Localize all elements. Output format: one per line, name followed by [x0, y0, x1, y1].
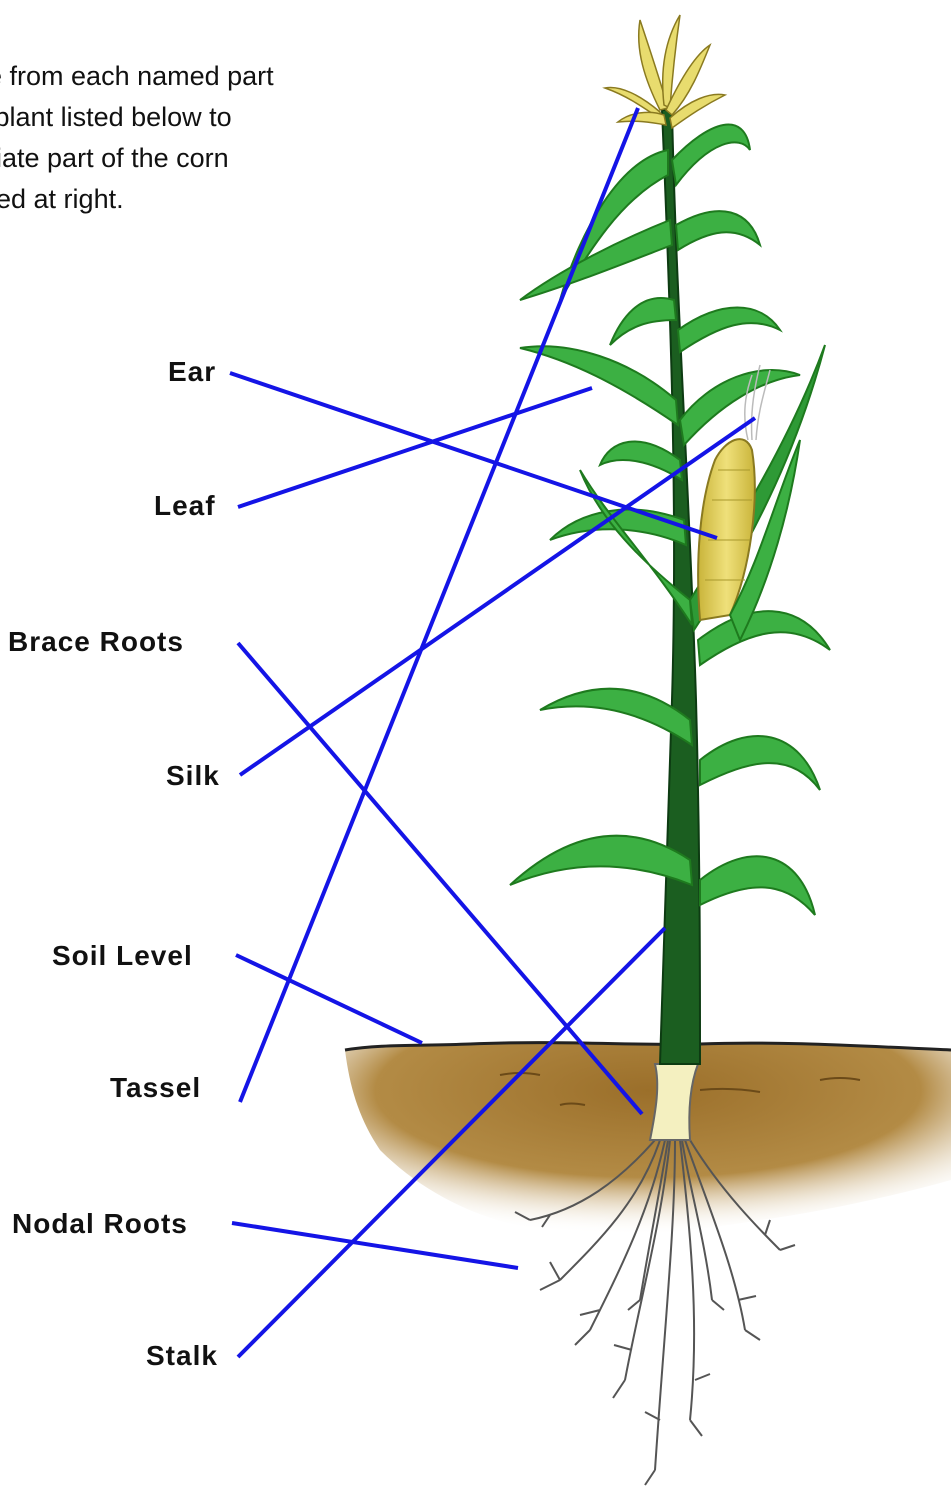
label-soil-level: Soil Level [52, 940, 193, 972]
connector-tassel [240, 108, 638, 1102]
label-leaf: Leaf [154, 490, 216, 522]
connector-soil-level [236, 955, 422, 1043]
label-nodal-roots: Nodal Roots [12, 1208, 188, 1240]
instructions-text: ne from each named part n plant listed b… [0, 56, 442, 220]
soil [345, 1043, 951, 1235]
label-brace-roots: Brace Roots [8, 626, 184, 658]
connector-leaf [238, 388, 592, 507]
connector-nodal-roots [232, 1223, 518, 1268]
label-silk: Silk [166, 760, 220, 792]
label-ear: Ear [168, 356, 216, 388]
label-tassel: Tassel [110, 1072, 201, 1104]
ear [698, 439, 800, 640]
label-stalk: Stalk [146, 1340, 218, 1372]
